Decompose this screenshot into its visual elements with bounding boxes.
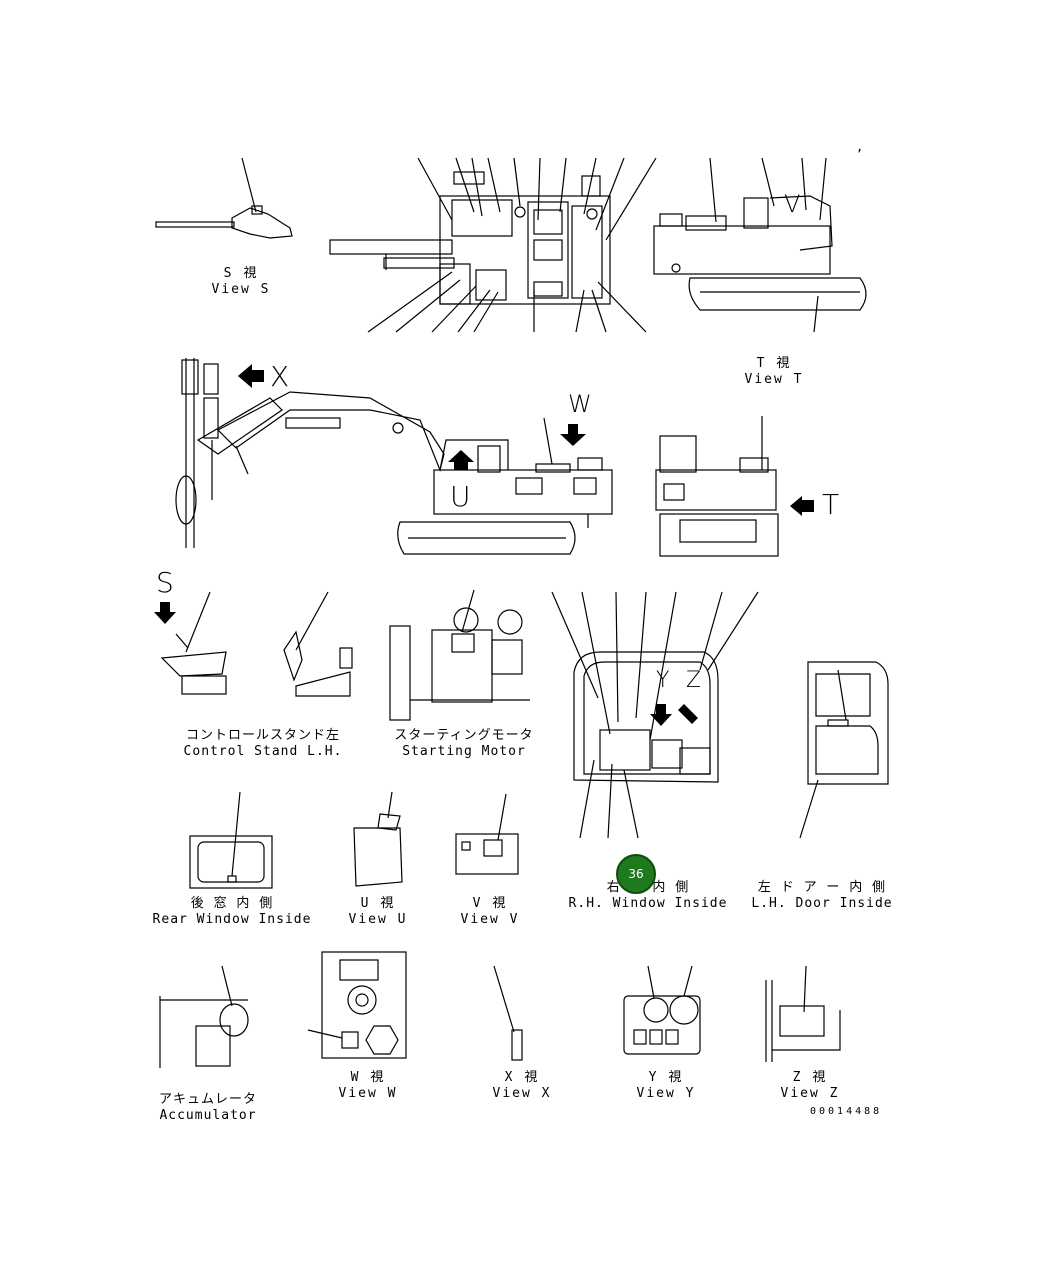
arrow-y-icon bbox=[650, 704, 672, 726]
callout-marker-36[interactable]: 36 bbox=[616, 854, 656, 894]
caption-view-x: X 視 View X bbox=[480, 1070, 564, 1102]
caption-view-v: V 視 View V bbox=[452, 896, 528, 928]
caption-accumulator: アキュムレータ Accumulator bbox=[152, 1092, 264, 1124]
caption-starting-motor: スターティングモータ Starting Motor bbox=[392, 728, 536, 760]
caption-accumulator-jp: アキュムレータ bbox=[158, 1092, 257, 1107]
caption-lh-door: 左 ド ア ー 内 側 L.H. Door Inside bbox=[746, 880, 898, 912]
control-stand-drawing bbox=[160, 591, 353, 697]
side-view-drawing bbox=[175, 358, 613, 555]
document-number: 00014488 bbox=[810, 1106, 883, 1117]
caption-lh-door-jp: 左 ド ア ー 内 側 bbox=[757, 880, 887, 895]
back-view-drawing bbox=[655, 416, 779, 557]
view-letter-z: Z bbox=[686, 668, 702, 693]
caption-rear-window-jp: 後 窓 内 側 bbox=[190, 896, 274, 911]
tick-mark: , bbox=[856, 140, 864, 154]
caption-rear-window: 後 窓 内 側 Rear Window Inside bbox=[150, 896, 314, 928]
caption-view-w: W 視 View W bbox=[326, 1070, 410, 1102]
rear-window-drawing bbox=[189, 791, 273, 889]
caption-view-s-jp: S 視 bbox=[223, 266, 259, 281]
caption-view-z: Z 視 View Z bbox=[768, 1070, 852, 1102]
top-view-drawing bbox=[329, 157, 657, 333]
caption-accumulator-en: Accumulator bbox=[159, 1108, 257, 1123]
view-letter-x: X bbox=[270, 360, 290, 393]
view-u-drawing bbox=[353, 791, 403, 887]
caption-view-w-en: View W bbox=[338, 1086, 398, 1101]
arrow-u-icon bbox=[448, 450, 474, 470]
caption-rh-window-en: R.H. Window Inside bbox=[568, 896, 728, 911]
starting-motor-drawing bbox=[389, 589, 530, 721]
caption-view-u: U 視 View U bbox=[340, 896, 416, 928]
rear-machine-drawing bbox=[653, 157, 867, 333]
view-letter-w: W bbox=[568, 390, 592, 418]
view-w-drawing bbox=[307, 951, 407, 1059]
view-letter-s: S bbox=[156, 566, 174, 599]
view-arrows bbox=[154, 364, 814, 726]
caption-view-v-jp: V 視 bbox=[472, 896, 508, 911]
caption-control-stand-en: Control Stand L.H. bbox=[183, 744, 343, 759]
view-letter-y: Y bbox=[656, 668, 670, 693]
caption-view-z-en: View Z bbox=[780, 1086, 840, 1101]
caption-view-t-en: View T bbox=[744, 372, 804, 387]
view-letter-t: T bbox=[822, 488, 840, 521]
caption-rear-window-en: Rear Window Inside bbox=[152, 912, 312, 927]
caption-starting-motor-en: Starting Motor bbox=[402, 744, 526, 759]
caption-view-x-jp: X 視 bbox=[504, 1070, 540, 1085]
caption-view-z-jp: Z 視 bbox=[792, 1070, 828, 1085]
view-letter-u: U bbox=[450, 480, 471, 513]
caption-view-s: S 視 View S bbox=[200, 266, 282, 298]
caption-view-w-jp: W 視 bbox=[350, 1070, 386, 1085]
view-s-drawing bbox=[155, 157, 293, 239]
accumulator-drawing bbox=[159, 965, 249, 1068]
caption-view-y-en: View Y bbox=[636, 1086, 696, 1101]
arrow-z-icon bbox=[678, 704, 698, 724]
caption-view-t: T 視 View T bbox=[732, 356, 816, 388]
caption-view-u-jp: U 視 bbox=[360, 896, 396, 911]
caption-starting-motor-jp: スターティングモータ bbox=[394, 728, 534, 743]
arrow-w-icon bbox=[560, 424, 586, 446]
caption-view-y-jp: Y 視 bbox=[648, 1070, 684, 1085]
caption-control-stand-jp: コントロールスタンド左 bbox=[185, 728, 340, 743]
caption-view-s-en: View S bbox=[211, 282, 271, 297]
view-v-drawing bbox=[455, 793, 519, 875]
arrow-x-icon bbox=[238, 364, 264, 388]
caption-view-x-en: View X bbox=[492, 1086, 552, 1101]
caption-control-stand: コントロールスタンド左 Control Stand L.H. bbox=[176, 728, 350, 760]
lh-door-drawing bbox=[799, 661, 889, 839]
caption-view-y: Y 視 View Y bbox=[624, 1070, 708, 1102]
arrow-s-icon bbox=[154, 602, 176, 624]
caption-view-t-jp: T 視 bbox=[756, 356, 792, 371]
arrow-t-icon bbox=[790, 496, 814, 516]
caption-lh-door-en: L.H. Door Inside bbox=[751, 896, 893, 911]
view-letter-v: V bbox=[784, 190, 801, 218]
view-z-drawing bbox=[765, 965, 841, 1062]
rh-window-drawing bbox=[551, 591, 759, 839]
view-x-drawing bbox=[493, 965, 523, 1061]
view-y-drawing bbox=[623, 965, 701, 1055]
caption-view-v-en: View V bbox=[460, 912, 520, 927]
caption-view-u-en: View U bbox=[348, 912, 408, 927]
